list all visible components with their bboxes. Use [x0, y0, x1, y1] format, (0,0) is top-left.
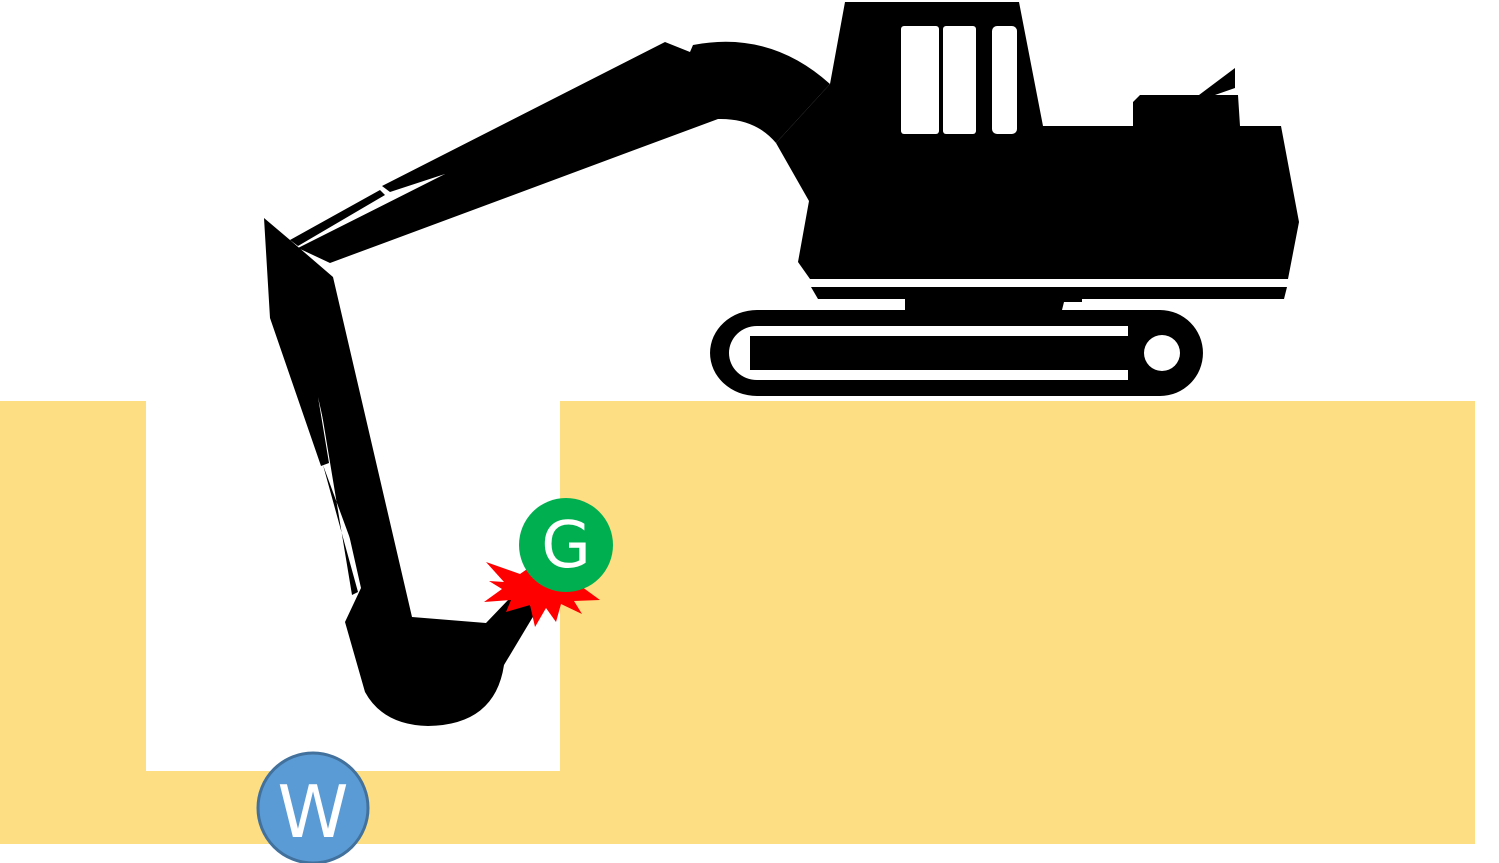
ground — [0, 401, 1475, 844]
excavator-track — [710, 310, 1203, 396]
track-idler — [1144, 335, 1180, 371]
gas-marker-label: G — [541, 509, 591, 583]
excavator-cab — [776, 2, 1299, 279]
ground-left-block — [0, 401, 146, 844]
gas-marker: G — [519, 498, 613, 592]
excavator-skirt — [811, 287, 1287, 310]
cab-window-right — [992, 26, 1017, 134]
water-marker: W — [258, 753, 368, 863]
excavator-arm — [264, 218, 534, 726]
ground-right-block — [560, 401, 1475, 844]
cab-window-mid — [943, 26, 976, 134]
excavator-boom — [298, 42, 830, 263]
cab-window-left — [901, 26, 939, 134]
water-marker-label: W — [277, 770, 348, 854]
